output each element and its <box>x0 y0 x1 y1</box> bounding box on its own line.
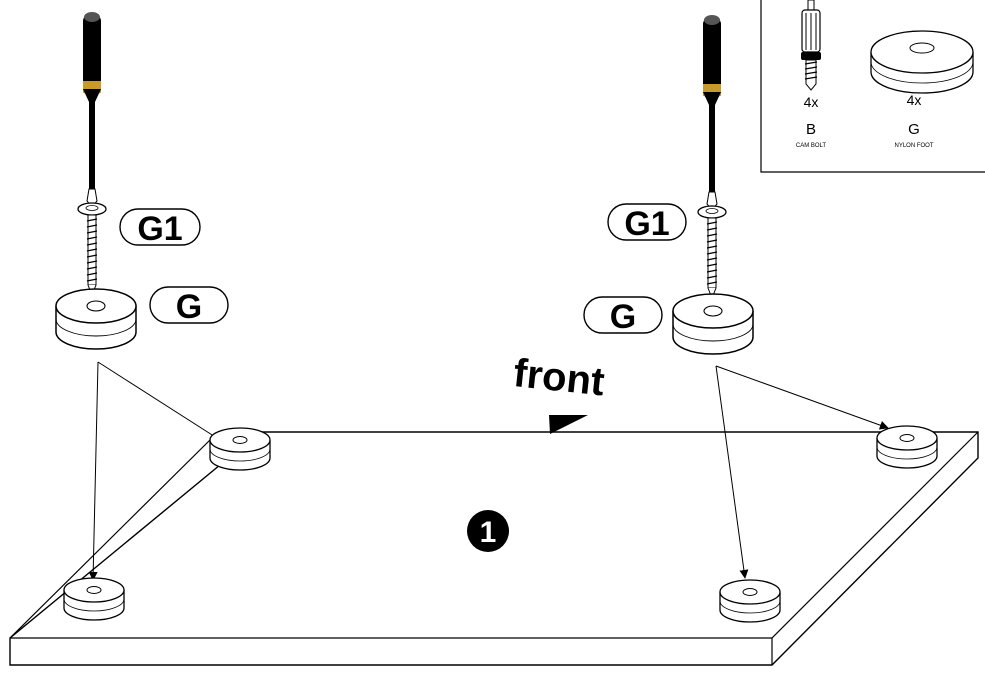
svg-text:G: G <box>610 298 636 336</box>
nylon-foot-icon <box>870 30 974 94</box>
label-foot-right: G <box>583 296 663 336</box>
label-screw-right: G1 <box>607 203 687 243</box>
nylon-foot-icon <box>63 577 125 621</box>
label-foot-left: G <box>149 286 229 326</box>
part-name: NYLON FOOT <box>894 143 933 149</box>
cam-bolt-icon <box>801 0 821 91</box>
step-badge-icon: 1 <box>467 510 509 552</box>
direction-arrow-icon <box>549 415 588 434</box>
nylon-foot-icon <box>209 427 271 471</box>
svg-text:G1: G1 <box>624 205 669 243</box>
part-name: CAM BOLT <box>796 143 827 149</box>
nylon-foot-icon <box>55 288 137 350</box>
part-quantity: 4x <box>804 94 819 110</box>
nylon-foot-icon <box>672 293 754 355</box>
nylon-foot-icon <box>876 425 938 469</box>
direction-label: front <box>511 351 606 404</box>
svg-text:1: 1 <box>480 516 497 549</box>
nylon-foot-icon <box>719 579 781 623</box>
label-screw-left: G1 <box>119 208 201 248</box>
screwdriver-icon <box>697 14 727 299</box>
part-letter: B <box>806 121 816 138</box>
part-letter: G <box>908 121 920 138</box>
part-quantity: 4x <box>907 92 922 108</box>
screwdriver-icon <box>77 11 107 296</box>
svg-text:G1: G1 <box>137 210 182 248</box>
svg-text:G: G <box>176 288 202 326</box>
parts-box: 4x B CAM BOLT 4x G NYLON FOOT <box>760 0 985 173</box>
assembly-arrows <box>88 361 889 581</box>
